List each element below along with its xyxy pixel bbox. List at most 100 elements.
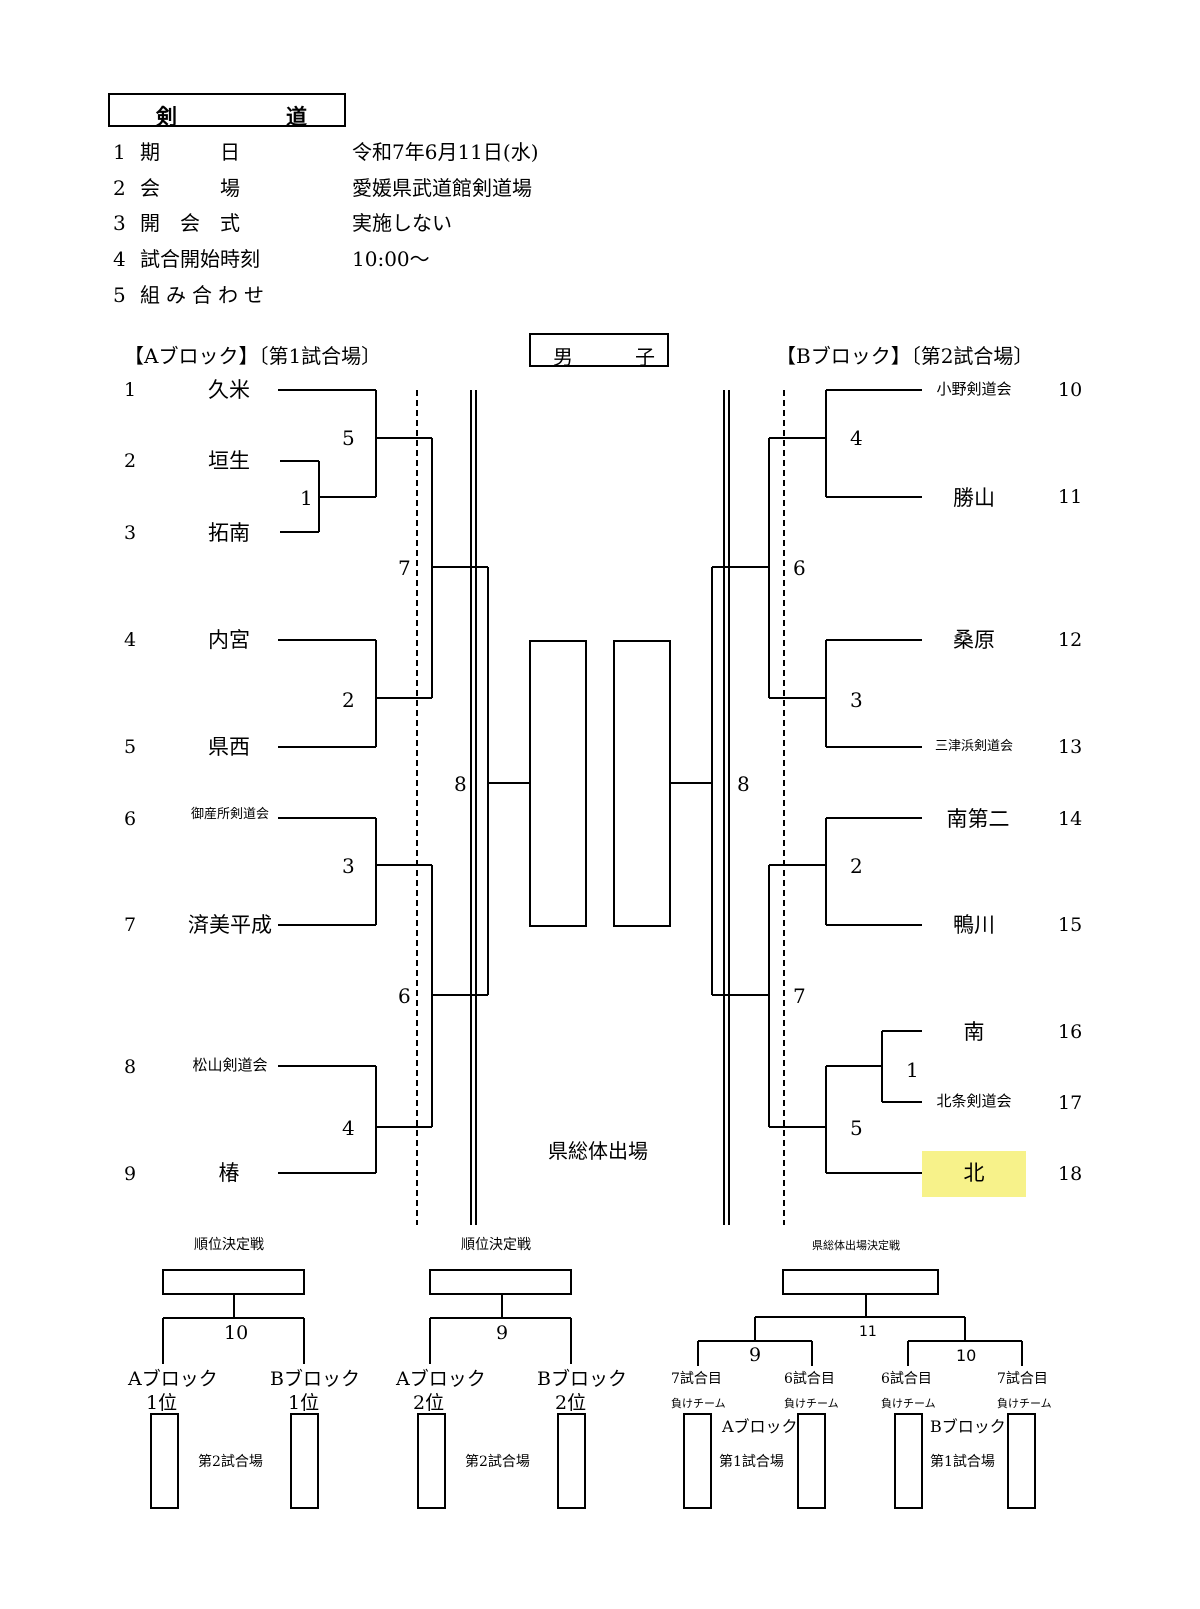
match-number: 1 xyxy=(906,1058,919,1082)
info-value-2: 愛媛県武道館剣道場 xyxy=(352,176,532,200)
match-number: 5 xyxy=(850,1116,863,1140)
match-number: 4 xyxy=(342,1116,355,1140)
group-title: 県総体出場決定戦 xyxy=(812,1239,900,1252)
block-label: Aブロック xyxy=(128,1368,218,1390)
team-name: 南第二 xyxy=(946,807,1010,831)
match-number: 11 xyxy=(859,1324,877,1340)
match-number: 3 xyxy=(342,854,355,878)
seed-number: 5 xyxy=(124,736,137,758)
block-label: Bブロック xyxy=(270,1368,360,1390)
seed-number: 2 xyxy=(124,450,137,472)
match-number: 6 xyxy=(793,556,806,580)
seed-number: 9 xyxy=(124,1163,137,1185)
team-name: 拓南 xyxy=(208,521,250,545)
group-title: 順位決定戦 xyxy=(461,1237,531,1253)
info-num-3: 3 xyxy=(113,211,126,235)
block-label: Aブロック xyxy=(396,1368,486,1390)
source-match: 6試合目 xyxy=(784,1371,835,1387)
team-name: 北条剣道会 xyxy=(936,1092,1012,1110)
match-number: 9 xyxy=(749,1344,762,1366)
block-label: Bブロック xyxy=(930,1417,1006,1436)
seed-number: 18 xyxy=(1058,1163,1083,1185)
venue-label: 第2試合場 xyxy=(465,1454,530,1470)
seed-number: 8 xyxy=(124,1056,137,1078)
match-number: 1 xyxy=(300,486,313,510)
team-name: 県西 xyxy=(208,735,250,759)
team-name: 松山剣道会 xyxy=(192,1056,268,1074)
info-value-1: 令和7年6月11日(水) xyxy=(352,140,539,164)
title-box: 剣 道 xyxy=(108,93,346,129)
rank-label: 1位 xyxy=(288,1392,320,1414)
venue-label: 第1試合場 xyxy=(719,1454,784,1470)
venue-label: 第2試合場 xyxy=(198,1454,263,1470)
boys-left-char: 男 xyxy=(553,345,573,369)
source-match: 7試合目 xyxy=(997,1371,1048,1387)
seed-number: 1 xyxy=(124,379,137,401)
match-number: 10 xyxy=(956,1346,977,1365)
team-name: 小野剣道会 xyxy=(936,380,1012,398)
info-value-3: 実施しない xyxy=(352,211,452,235)
source-match: 7試合目 xyxy=(671,1371,722,1387)
match-number: 4 xyxy=(850,426,863,450)
match-number: 2 xyxy=(342,688,355,712)
loser-label: 負けチーム xyxy=(784,1397,839,1410)
b-block-header: 【Bブロック】〔第2試合場〕 xyxy=(776,344,1034,368)
team-name: 北 xyxy=(963,1161,985,1185)
seed-number: 12 xyxy=(1058,629,1083,651)
match-number: 9 xyxy=(496,1322,509,1344)
info-num-1: 1 xyxy=(113,140,126,164)
match-number: 5 xyxy=(342,426,355,450)
team-name: 内宮 xyxy=(208,628,250,652)
team-name: 鴨川 xyxy=(953,913,995,937)
info-label-5: 組み合わせ xyxy=(140,283,270,307)
team-name: 南 xyxy=(963,1020,985,1044)
seed-number: 6 xyxy=(124,808,137,830)
team-name: 垣生 xyxy=(208,449,250,473)
team-name: 椿 xyxy=(218,1161,240,1185)
seed-number: 16 xyxy=(1058,1021,1083,1043)
match-number: 8 xyxy=(737,772,750,796)
block-label: Aブロック xyxy=(722,1417,798,1436)
a-block-header: 【Aブロック】〔第1試合場〕 xyxy=(124,344,382,368)
match-number: 3 xyxy=(850,688,863,712)
team-name: 久米 xyxy=(208,378,250,402)
match-number: 7 xyxy=(398,556,411,580)
center-label: 県総体出場 xyxy=(548,1139,648,1163)
info-num-4: 4 xyxy=(113,247,126,271)
seed-number: 14 xyxy=(1058,808,1083,830)
match-number: 8 xyxy=(454,772,467,796)
team-name: 御産所剣道会 xyxy=(190,807,269,822)
venue-label: 第1試合場 xyxy=(930,1454,995,1470)
seed-number: 15 xyxy=(1058,914,1083,936)
match-number: 2 xyxy=(850,854,863,878)
loser-label: 負けチーム xyxy=(997,1397,1052,1410)
seed-number: 17 xyxy=(1058,1092,1083,1114)
group-title: 順位決定戦 xyxy=(194,1237,264,1253)
team-name: 勝山 xyxy=(953,486,995,510)
boys-box: 男 子 xyxy=(529,333,669,369)
seed-number: 10 xyxy=(1058,379,1083,401)
rank-label: 2位 xyxy=(413,1392,445,1414)
match-number: 7 xyxy=(793,984,806,1008)
info-label-4: 試合開始時刻 xyxy=(140,247,260,271)
info-num-5: 5 xyxy=(113,283,126,307)
team-name: 三津浜剣道会 xyxy=(934,739,1013,754)
title-left-char: 剣 xyxy=(156,105,177,129)
info-value-4: 10:00〜 xyxy=(352,247,430,271)
block-label: Bブロック xyxy=(537,1368,627,1390)
team-name: 済美平成 xyxy=(188,913,272,937)
loser-label: 負けチーム xyxy=(671,1397,726,1410)
seed-number: 7 xyxy=(124,914,137,936)
seed-number: 11 xyxy=(1058,486,1083,508)
rank-label: 2位 xyxy=(555,1392,587,1414)
loser-label: 負けチーム xyxy=(881,1397,936,1410)
info-label-3: 開 会 式 xyxy=(140,211,240,235)
boys-right-char: 子 xyxy=(635,345,655,369)
info-num-2: 2 xyxy=(113,176,126,200)
seed-number: 3 xyxy=(124,522,137,544)
info-label-2: 会 場 xyxy=(140,176,240,200)
seed-number: 13 xyxy=(1058,736,1083,758)
team-highlight xyxy=(922,1151,1026,1197)
seed-number: 4 xyxy=(124,629,137,651)
